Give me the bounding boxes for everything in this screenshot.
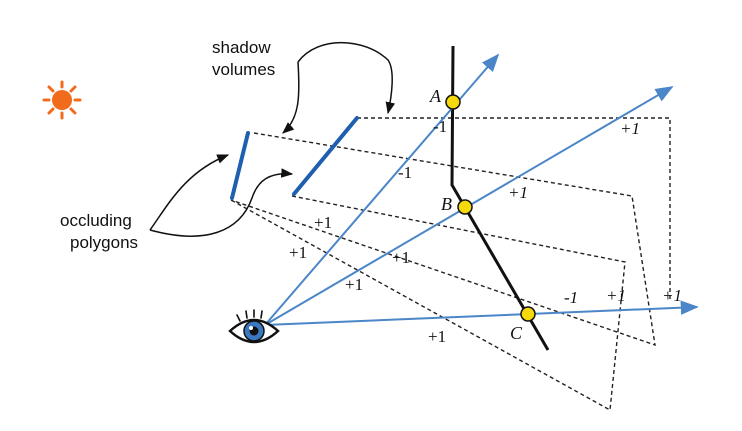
occluding-polygon-2 <box>292 116 359 196</box>
occluding-caption-line1: occluding <box>60 211 132 230</box>
count-label: +1 <box>620 119 640 138</box>
point-b-label: B <box>441 194 452 214</box>
count-label: +1 <box>662 286 682 305</box>
count-label: +1 <box>314 213 332 232</box>
count-label: +1 <box>428 327 446 346</box>
shadow-volume-outline-3 <box>230 195 626 412</box>
count-label: +1 <box>289 243 307 262</box>
count-label: +1 <box>606 286 626 305</box>
view-ray-1 <box>264 53 500 326</box>
annotation-arrow-shadow-1 <box>282 61 300 134</box>
occluding-caption-line2: polygons <box>70 233 138 252</box>
point-b-marker <box>457 199 473 215</box>
annotation-arrow-shadow-2 <box>297 41 396 115</box>
shadow-volume-outline-2 <box>357 117 671 300</box>
sun-icon <box>42 80 82 120</box>
count-label: -1 <box>564 288 578 307</box>
shadow-volumes-caption-line1: shadow <box>212 38 271 57</box>
shadow-volume-outline-1 <box>230 132 656 347</box>
count-label: +1 <box>392 248 410 267</box>
annotation-arrow-occluder-2 <box>149 168 294 237</box>
view-ray-3 <box>264 300 699 326</box>
point-c-label: C <box>510 323 523 343</box>
point-c-marker <box>520 306 536 322</box>
point-a-label: A <box>429 86 442 106</box>
shadow-volumes-caption-line2: volumes <box>212 60 275 79</box>
count-label: +1 <box>345 275 363 294</box>
occluding-polygon-1 <box>230 131 250 200</box>
count-label: -1 <box>398 163 412 182</box>
eye-icon <box>228 309 280 344</box>
point-a-marker <box>445 94 461 110</box>
count-label: +1 <box>508 183 528 202</box>
annotation-arrow-occluder-1 <box>149 154 230 231</box>
surface-curve <box>450 45 550 351</box>
count-label: -1 <box>433 117 447 136</box>
